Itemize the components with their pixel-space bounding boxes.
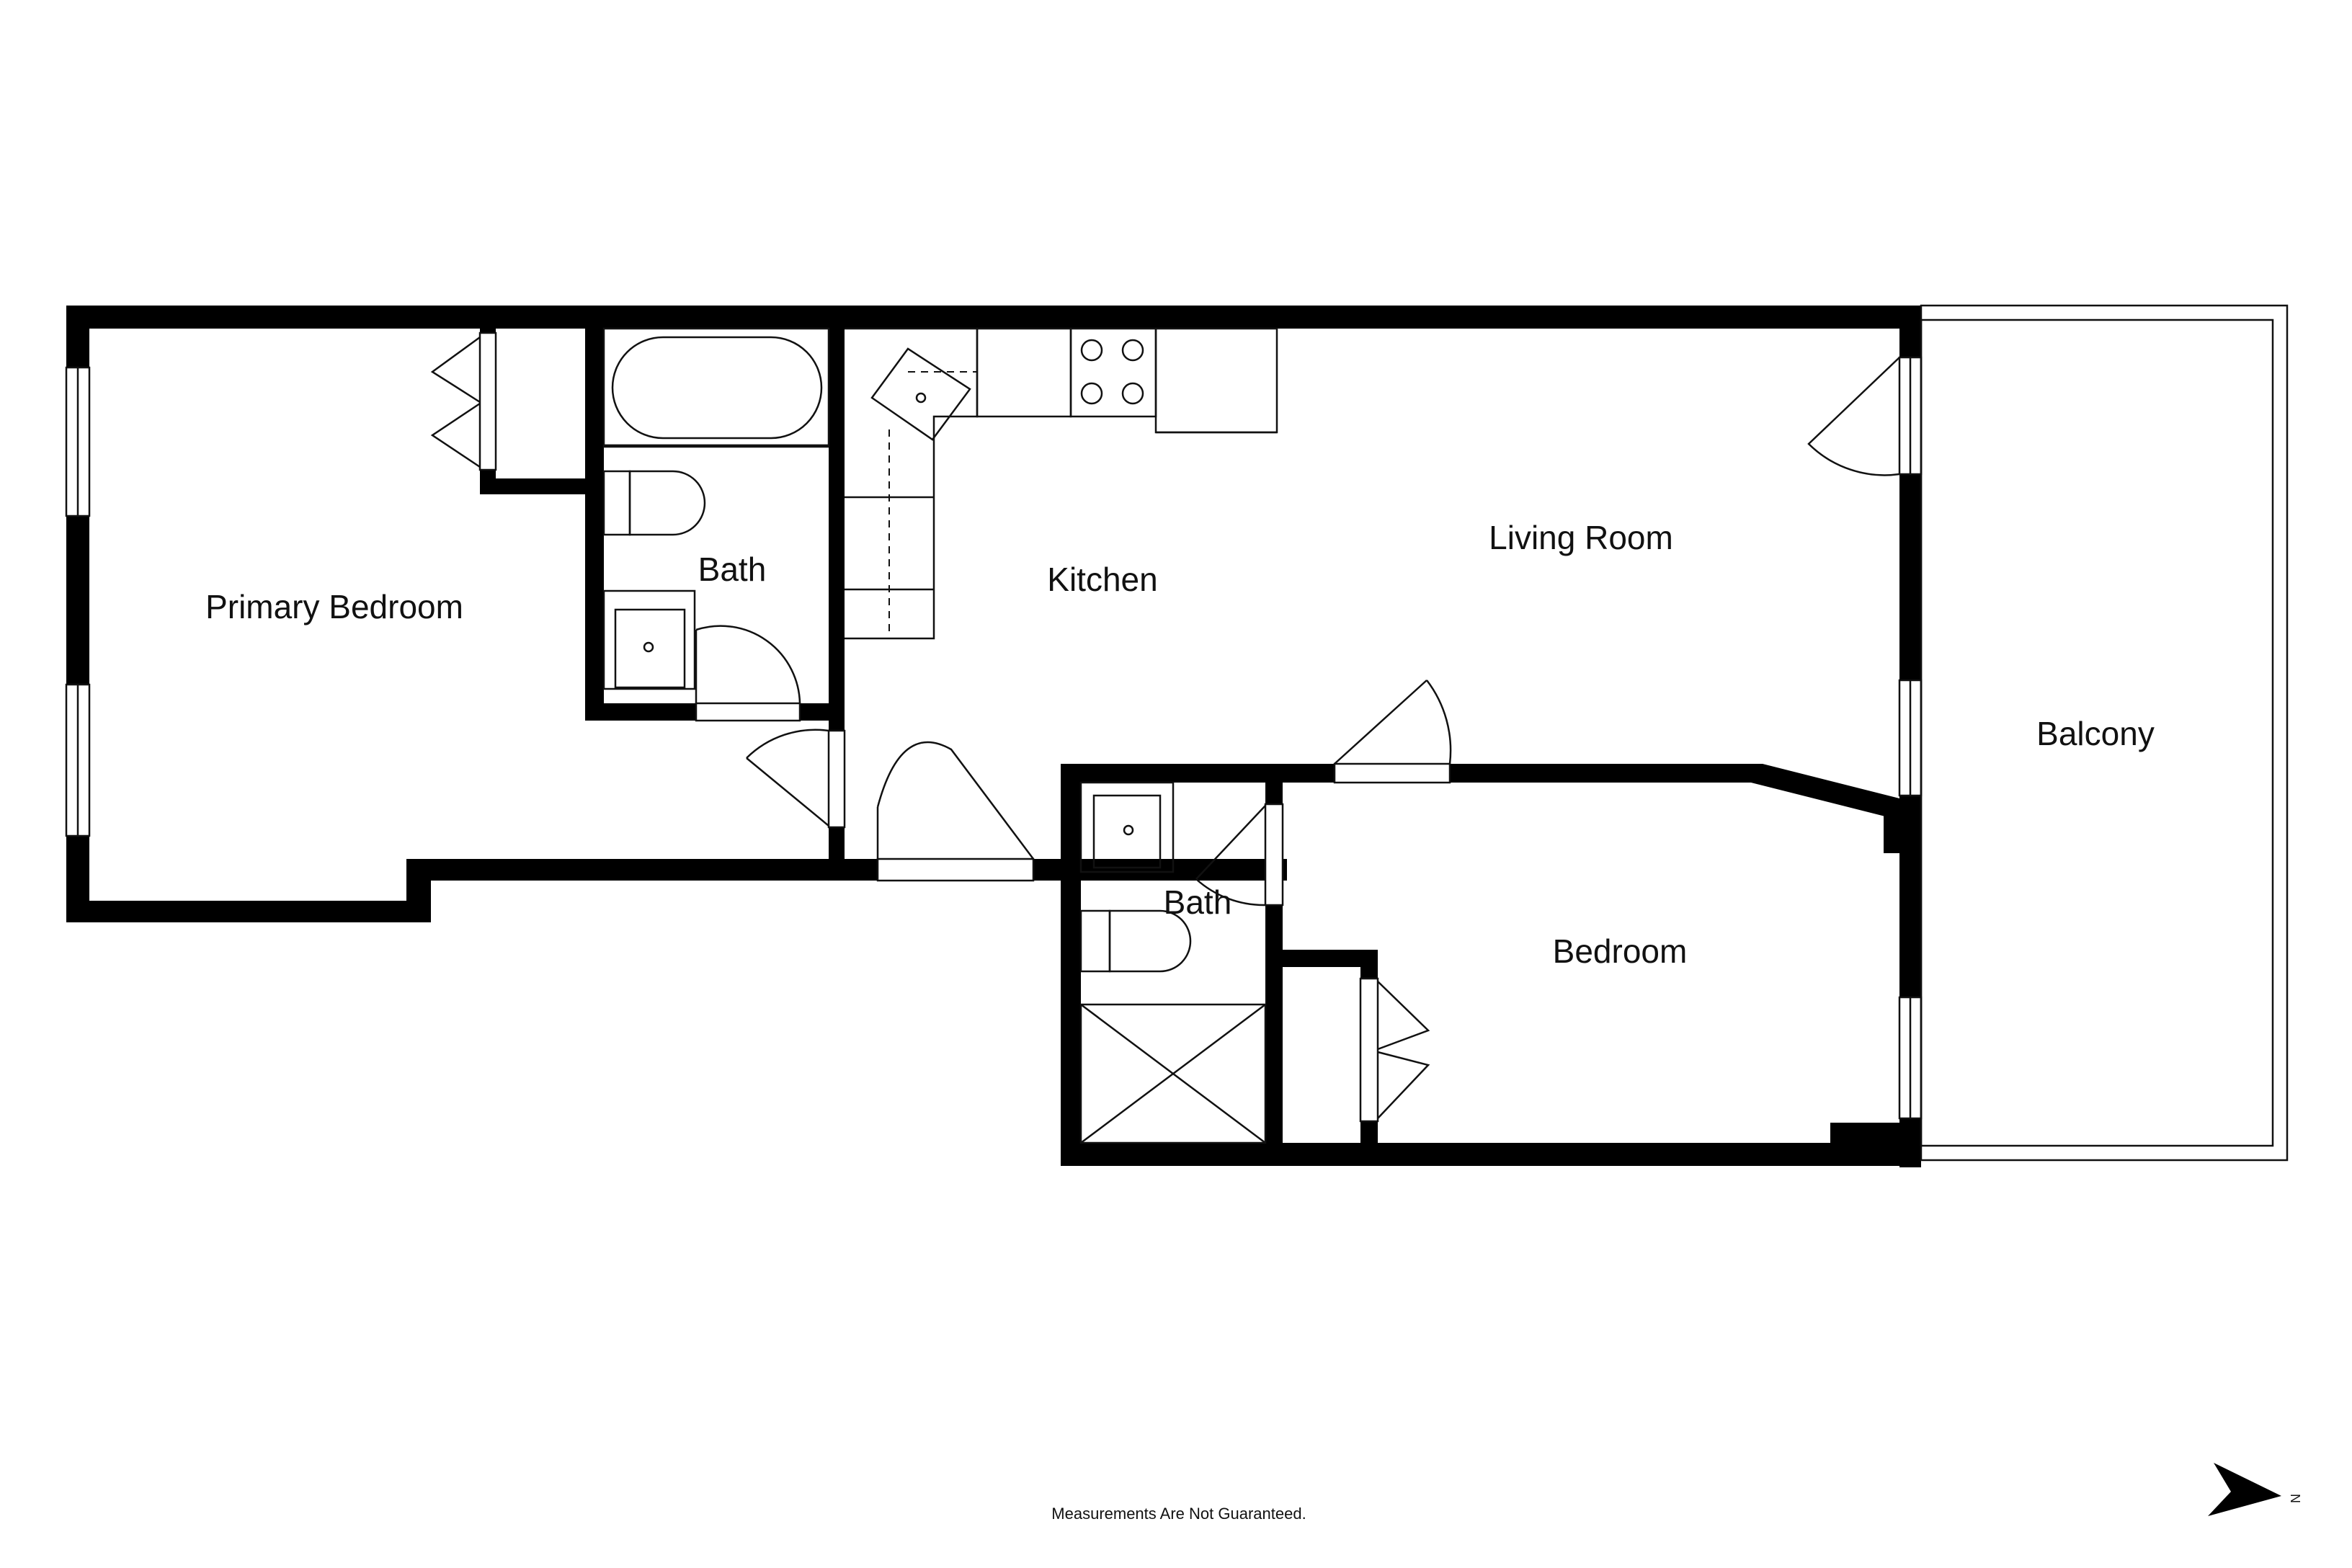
- bath-1-fixtures: [602, 327, 830, 690]
- doors: [430, 331, 1900, 1123]
- kitchen-fixtures: [845, 327, 1278, 640]
- disclaimer-text: Measurements Are Not Guaranteed.: [1051, 1505, 1306, 1523]
- label-bath-1: Bath: [698, 551, 767, 588]
- label-bath-2: Bath: [1164, 883, 1232, 921]
- label-kitchen: Kitchen: [1047, 561, 1157, 598]
- compass-letter: N: [2289, 1494, 2303, 1503]
- walls: [66, 306, 1921, 1167]
- label-bedroom: Bedroom: [1553, 932, 1688, 970]
- north-arrow-icon: N: [2208, 1463, 2303, 1516]
- bath-2-fixtures: [1079, 781, 1267, 1144]
- label-balcony: Balcony: [2036, 715, 2155, 752]
- room-labels: Primary Bedroom Bath Kitchen Living Room…: [205, 519, 2155, 970]
- label-living-room: Living Room: [1489, 519, 1673, 556]
- label-primary-bedroom: Primary Bedroom: [205, 588, 463, 625]
- balcony-railing: [1920, 304, 2289, 1162]
- windows: [65, 356, 1923, 1120]
